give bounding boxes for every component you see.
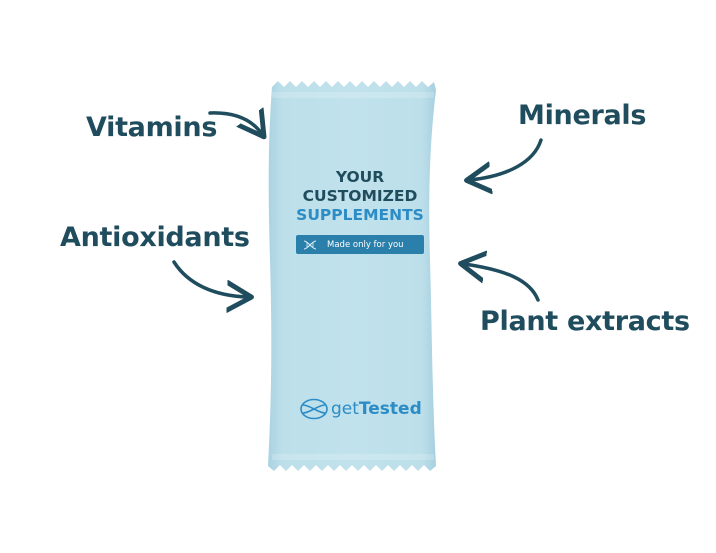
arrow-minerals <box>470 138 543 180</box>
brand-name-part-2: Tested <box>358 398 422 419</box>
packet-seal-bottom <box>272 454 434 460</box>
brand-name-part-1: get <box>331 398 359 419</box>
label-antioxidants: Antioxidants <box>60 222 250 253</box>
label-minerals: Minerals <box>518 100 647 131</box>
packet-title-line-1: YOUR <box>335 168 385 186</box>
arrow-antioxidants <box>172 260 248 297</box>
dna-helix-icon <box>301 238 319 252</box>
packet-title-line-2: CUSTOMIZED <box>302 187 418 205</box>
packet-seal-top <box>272 92 434 98</box>
made-for-you-badge: Made only for you <box>296 235 424 254</box>
label-plant-extracts: Plant extracts <box>480 306 690 337</box>
arrow-vitamins <box>208 113 262 134</box>
badge-text: Made only for you <box>327 239 404 250</box>
dna-helix-icon <box>300 398 328 420</box>
brand-name: getTested <box>331 398 422 419</box>
packet-body <box>268 81 436 471</box>
label-vitamins: Vitamins <box>86 112 218 143</box>
arrow-plant-extracts <box>464 264 540 302</box>
brand-logo: getTested <box>300 396 422 422</box>
packet-title-line-3: SUPPLEMENTS <box>296 206 424 224</box>
